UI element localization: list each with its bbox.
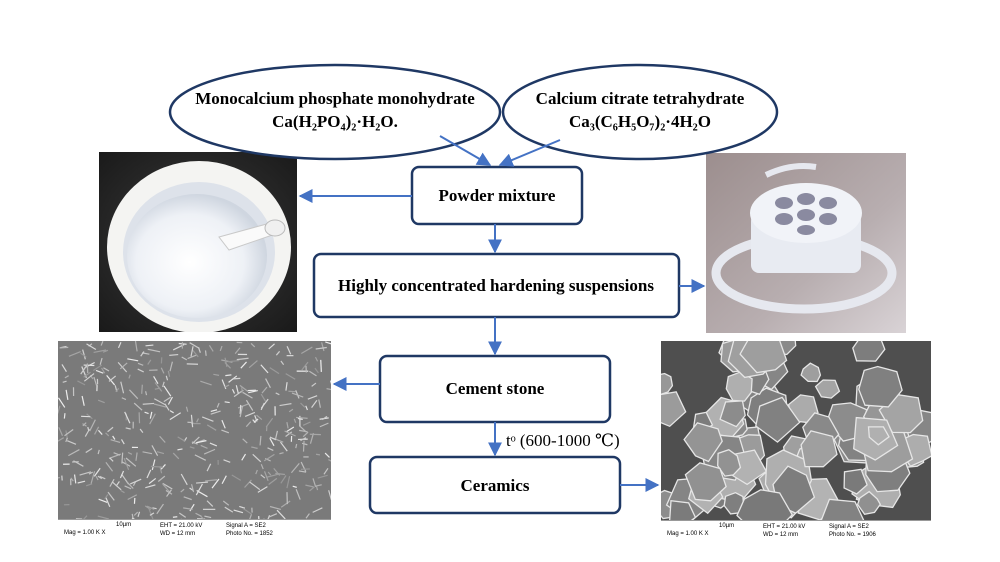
sintering-temperature-label: tᵒ (600-1000 ℃) (506, 431, 620, 451)
reagent-1-name: Monocalcium phosphate monohydrate (195, 89, 475, 108)
arrow-reagent2-to-mixture (500, 140, 560, 165)
suspensions-label: Highly concentrated hardening suspension… (338, 276, 654, 295)
reagent-2-formula: Ca₃(C₆H₅O₇)₂·4H₂O (569, 112, 711, 131)
cement-stone-label: Cement stone (446, 379, 545, 398)
powder-mixture-label: Powder mixture (439, 186, 556, 205)
reagent-1-formula: Ca(H₂PO₄)₂·H₂O. (272, 112, 398, 131)
ceramics-label: Ceramics (461, 476, 530, 495)
reagent-2-name: Calcium citrate tetrahydrate (536, 89, 745, 108)
